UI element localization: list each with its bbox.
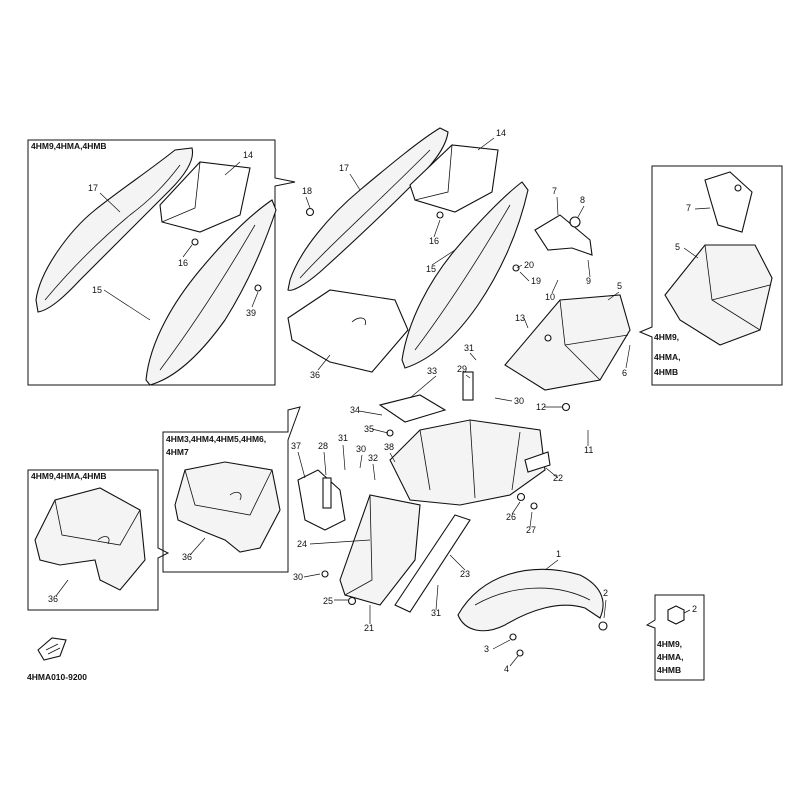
box-middle-seat-pad-36 — [174, 461, 281, 553]
part-callout-label: 26 — [506, 512, 516, 522]
part-callout-label: 2 — [692, 604, 697, 614]
part-callout-label: 12 — [536, 402, 546, 412]
box-right-bracket-7 — [704, 171, 753, 233]
box-bottom-left-seat-pad-36 — [34, 487, 146, 591]
box-right-housing-5 — [664, 244, 773, 346]
part-callout-label: 36 — [310, 370, 320, 380]
front-direction-arrow-icon — [37, 637, 67, 661]
part-callout-label: 15 — [426, 264, 436, 274]
variant-code-label: 4HM7 — [166, 447, 189, 457]
variant-box-middle: 4HM3,4HM4,4HM5,4HM6, 4HM7 36 — [162, 406, 301, 573]
part-callout-label: 27 — [526, 525, 536, 535]
part-callout-label: 17 — [88, 183, 98, 193]
figure-code: 4HMA010-9200 — [27, 672, 87, 682]
part-callout-label: 25 — [323, 596, 333, 606]
part-callout-label: 29 — [457, 364, 467, 374]
variant-box-bottom-left: 4HM9,4HMA,4HMB 36 — [27, 469, 170, 611]
variant-code-label: 4HM9,4HMA,4HMB — [31, 471, 107, 481]
part-callout-label: 22 — [553, 473, 563, 483]
part-callout-label: 14 — [496, 128, 506, 138]
part-callout-label: 33 — [427, 366, 437, 376]
part-callout-label: 31 — [431, 608, 441, 618]
main-plate-33 — [378, 394, 447, 423]
box-rb-plug-2 — [667, 605, 685, 625]
variant-code-label: 4HMB — [657, 665, 681, 675]
part-callout-label: 14 — [243, 150, 253, 160]
part-callout-label: 20 — [524, 260, 534, 270]
part-callout-label: 10 — [545, 292, 555, 302]
part-callout-label: 37 — [291, 441, 301, 451]
part-callout-label: 34 — [350, 405, 360, 415]
part-callout-label: 1 — [556, 549, 561, 559]
part-callout-label: 2 — [603, 588, 608, 598]
part-callout-label: 35 — [364, 424, 374, 434]
part-callout-label: 16 — [178, 258, 188, 268]
part-callout-label: 7 — [552, 186, 557, 196]
side-cover-part — [35, 147, 194, 313]
part-callout-label: 32 — [368, 453, 378, 463]
variant-code-label: 4HM3,4HM4,4HM5,4HM6, — [166, 434, 266, 444]
variant-box-top-left-label: 4HM9,4HMA,4HMB — [31, 141, 107, 151]
part-callout-label: 31 — [464, 343, 474, 353]
main-exploded-view: 14 17 18 16 15 36 7 8 20 19 10 9 5 13 6 … — [287, 127, 631, 674]
part-callout-label: 36 — [182, 552, 192, 562]
variant-box-bottom-right: 2 4HM9, 4HMA, 4HMB — [645, 594, 705, 681]
main-bracket-37 — [297, 469, 346, 531]
part-callout-label: 5 — [675, 242, 680, 252]
part-callout-label: 13 — [515, 313, 525, 323]
main-stay-23 — [394, 514, 471, 613]
part-callout-label: 38 — [384, 442, 394, 452]
part-callout-label: 28 — [318, 441, 328, 451]
part-callout-label: 7 — [686, 203, 691, 213]
variant-box-right: 7 5 4HM9, 4HMA, 4HMB — [638, 165, 783, 386]
variant-code-label: 4HMA, — [654, 352, 680, 362]
variant-code-label: 4HM9, — [654, 332, 679, 342]
part-callout-label: 18 — [302, 186, 312, 196]
part-callout-label: 31 — [338, 433, 348, 443]
variant-code-label: 4HMA, — [657, 652, 683, 662]
part-callout-label: 3 — [484, 644, 489, 654]
variant-code-label: 4HMB — [654, 367, 678, 377]
main-front-fender-1 — [457, 568, 604, 632]
main-side-cover-15 — [401, 181, 529, 369]
part-callout-label: 21 — [364, 623, 374, 633]
main-seat-pad-36 — [287, 289, 409, 373]
part-callout-label: 30 — [293, 572, 303, 582]
part-callout-label: 24 — [297, 539, 307, 549]
part-callout-label: 23 — [460, 569, 470, 579]
part-callout-label: 39 — [246, 308, 256, 318]
main-bracket-7 — [534, 214, 593, 256]
variant-box-top-left: 4HM9,4HMA,4HMB 17 14 16 15 39 — [27, 139, 296, 386]
variant-code-label: 4HM9, — [657, 639, 682, 649]
part-callout-label: 30 — [356, 444, 366, 454]
part-callout-label: 15 — [92, 285, 102, 295]
part-callout-label: 30 — [514, 396, 524, 406]
part-callout-label: 6 — [622, 368, 627, 378]
part-callout-label: 19 — [531, 276, 541, 286]
main-tail-housing-5 — [504, 294, 631, 391]
part-callout-label: 11 — [584, 445, 593, 455]
part-callout-label: 9 — [586, 276, 591, 286]
part-callout-label: 5 — [617, 281, 622, 291]
side-cover-right-part — [145, 199, 277, 386]
part-callout-label: 17 — [339, 163, 349, 173]
part-callout-label: 8 — [580, 195, 585, 205]
part-callout-label: 36 — [48, 594, 58, 604]
part-callout-label: 16 — [429, 236, 439, 246]
part-callout-label: 4 — [504, 664, 509, 674]
main-inner-fender — [389, 419, 546, 506]
